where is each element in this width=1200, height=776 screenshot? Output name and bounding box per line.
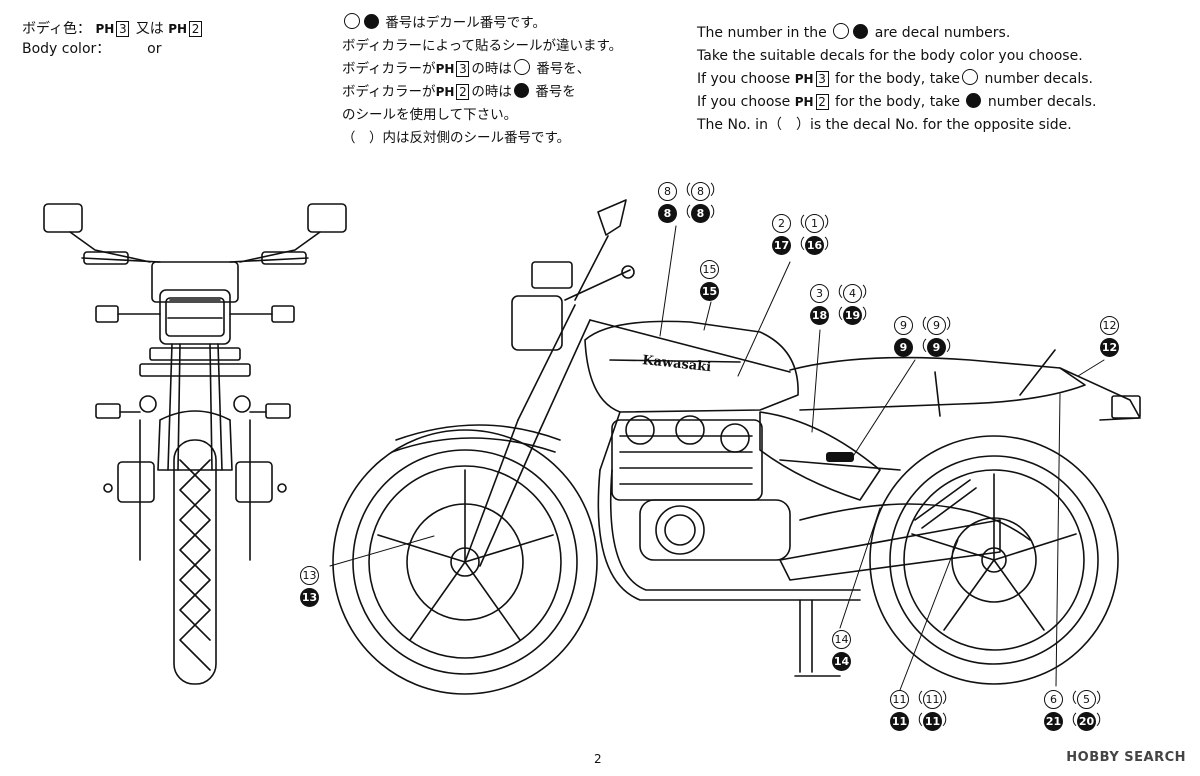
callout-14: 14 14	[832, 628, 851, 672]
body-color-en: Body color： or	[22, 41, 162, 57]
callout-2: 2（1） 17（16）	[772, 214, 838, 255]
side-view	[332, 199, 1141, 695]
callout-6: 6（5） 21（20）	[1044, 690, 1110, 731]
leader-lines	[329, 225, 1105, 691]
callout-11: 11（11） 11（11）	[890, 690, 956, 731]
callout-9: 9（9） 9（9）	[894, 314, 960, 358]
callout-3: 3（4） 18（19）	[810, 284, 876, 325]
watermark: HOBBY SEARCH	[1066, 750, 1186, 765]
callout-12: 12 12	[1100, 314, 1119, 358]
callout-15: 15 15	[700, 258, 719, 302]
tank-logo: Kawasaki	[642, 353, 712, 375]
decal-note-en: The number in the are decal numbers. Tak…	[697, 23, 1097, 133]
front-view	[43, 203, 347, 685]
callout-13: 13 13	[300, 564, 319, 608]
decal-note-jp: 番号はデカール番号です。 ボディカラーによって貼るシールが違います。 ボディカラ…	[342, 13, 623, 146]
callout-8: 8（8） 8（8）	[658, 180, 724, 224]
page-number: 2	[594, 752, 602, 766]
